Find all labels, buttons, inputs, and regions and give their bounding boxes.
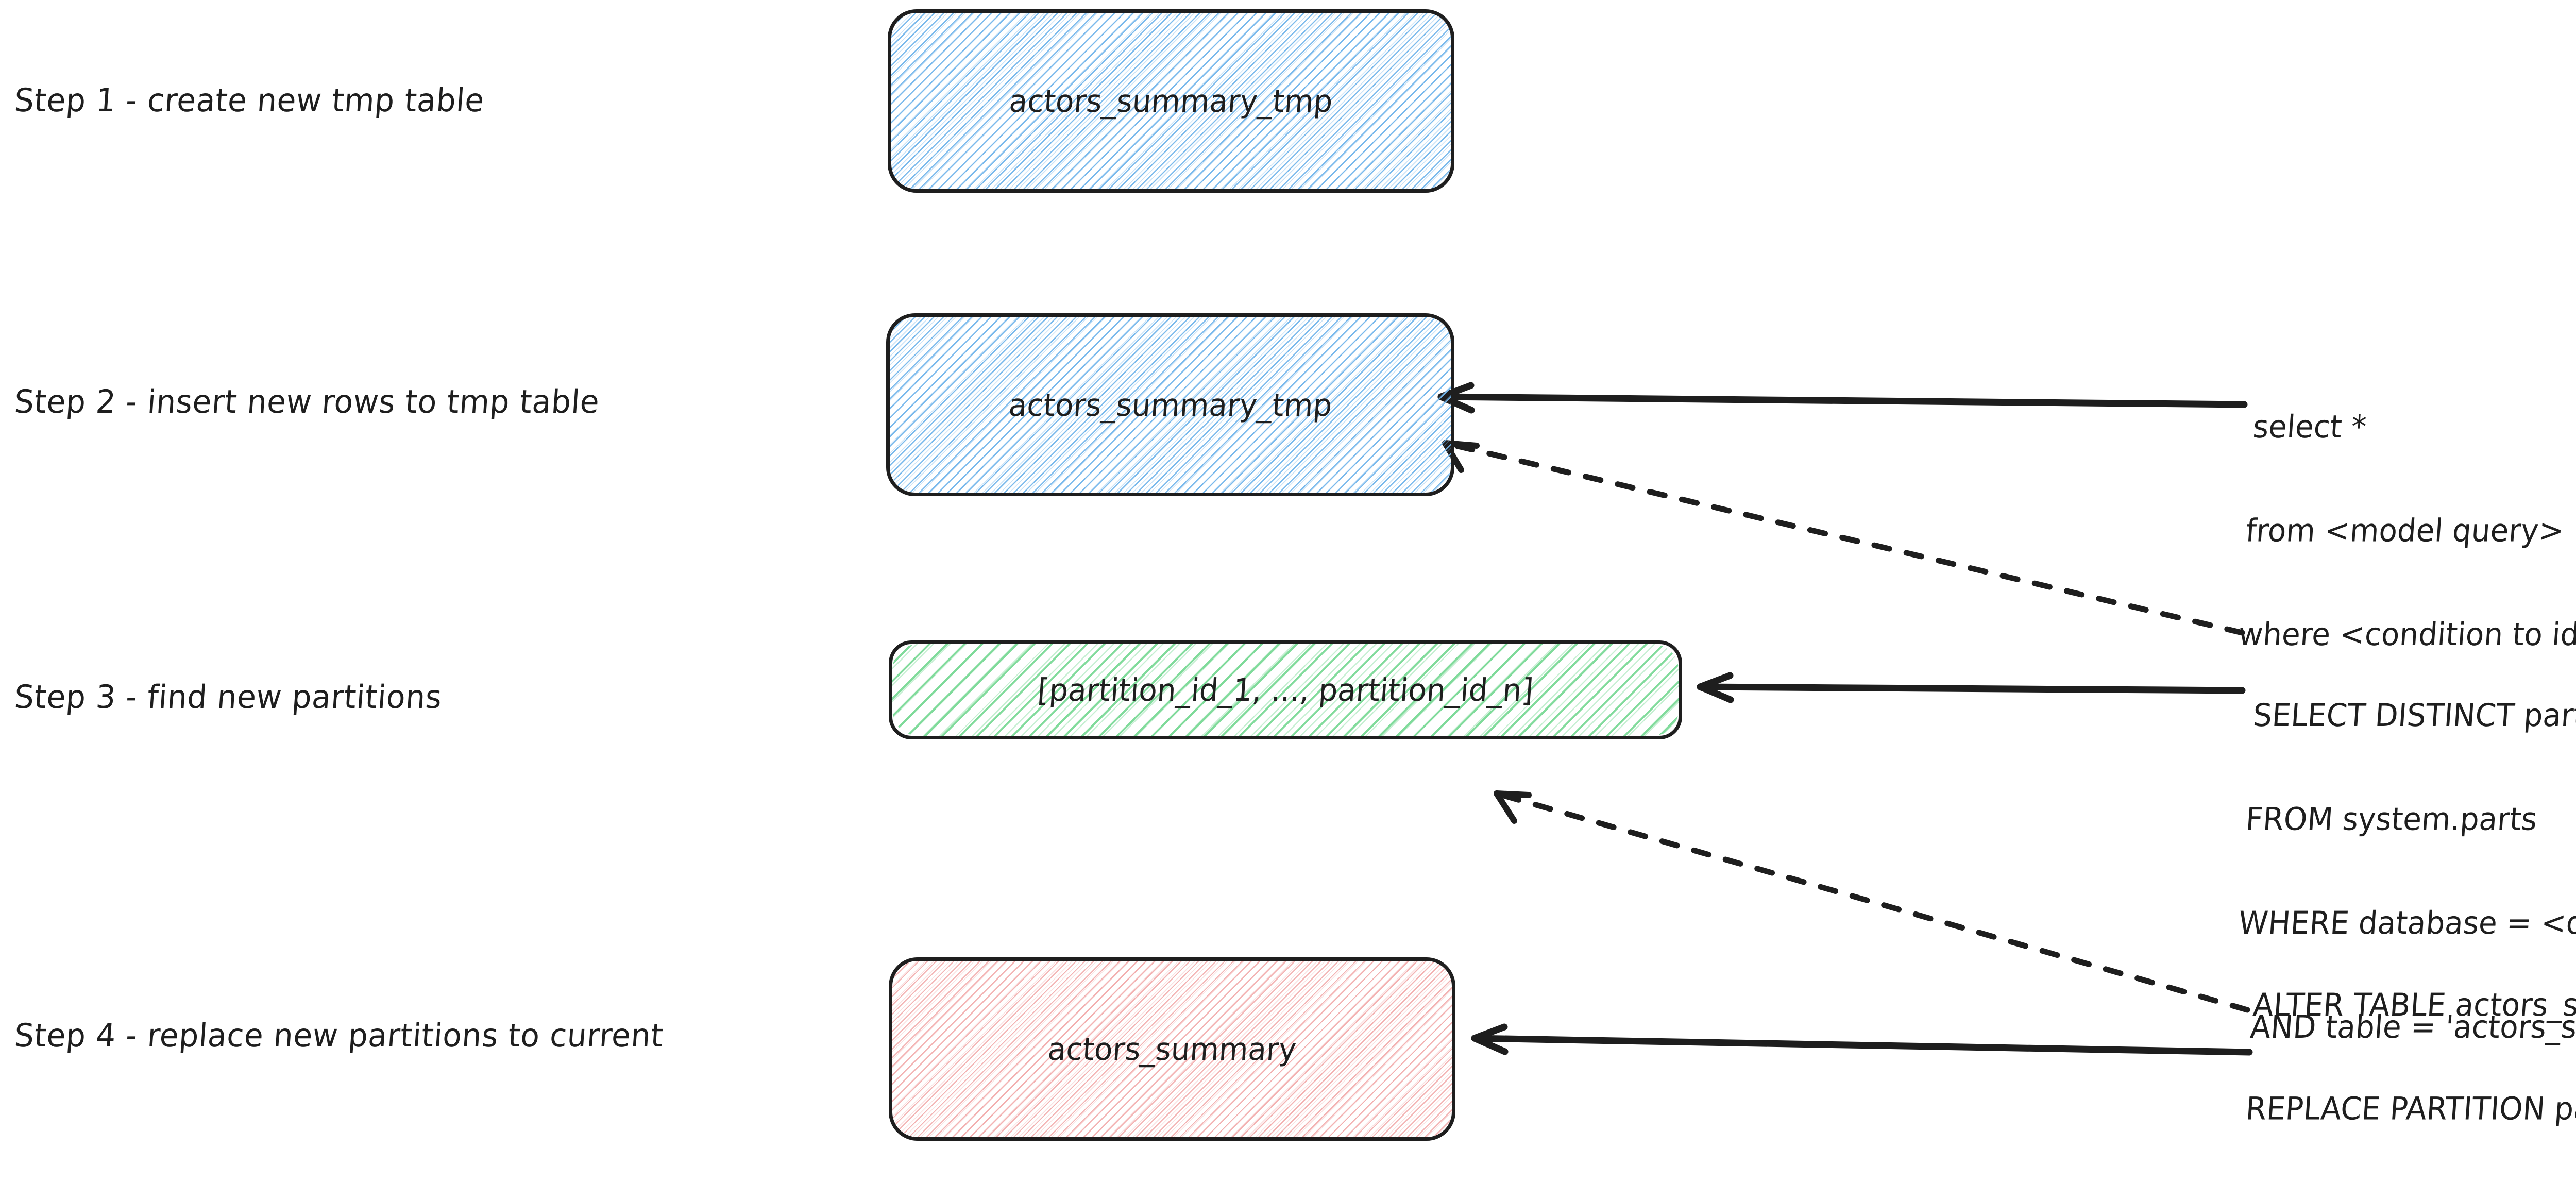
node-label: actors_summary_tmp	[1008, 82, 1334, 120]
code-line: FROM system.parts	[2244, 800, 2538, 838]
code-line: from <model query>	[2244, 512, 2565, 549]
node-partition-list[interactable]: [partition_id_1, ..., partition_id_n]	[889, 640, 1682, 739]
arrow-code4-to-partitions	[1494, 790, 2250, 1013]
node-actors-summary[interactable]: actors_summary	[889, 957, 1455, 1141]
step-label-1: Step 1 - create new tmp table	[13, 81, 486, 120]
step-label-3: Step 3 - find new partitions	[13, 678, 444, 716]
code-step4: ALTER TABLE actors_summary REPLACE PARTI…	[2211, 918, 2576, 1199]
code-line: SELECT DISTINCT partition_id	[2251, 697, 2576, 734]
node-tmp-table-step1[interactable]: actors_summary_tmp	[888, 9, 1454, 193]
node-label: actors_summary	[1046, 1031, 1298, 1068]
step-label-4: Step 4 - replace new partitions to curre…	[13, 1017, 665, 1055]
arrow-code3-to-partitions	[1697, 672, 2246, 703]
code-line: select *	[2251, 408, 2368, 445]
code-line: REPLACE PARTITION partition_id_1	[2244, 1090, 2576, 1127]
step-label-2: Step 2 - insert new rows to tmp table	[13, 383, 601, 421]
node-tmp-table-step2[interactable]: actors_summary_tmp	[886, 313, 1454, 496]
arrow-code4-to-actors-summary	[1471, 1023, 2253, 1056]
node-label: [partition_id_1, ..., partition_id_n]	[1036, 671, 1535, 708]
code-line: FROM actors_summary_tmp,	[2238, 1194, 2576, 1199]
arrow-code2-to-tmp-step2	[1437, 382, 2248, 414]
code-line: ALTER TABLE actors_summary	[2251, 986, 2576, 1023]
node-label: actors_summary_tmp	[1007, 386, 1333, 423]
arrow-code3-to-tmp-step2	[1442, 440, 2245, 636]
